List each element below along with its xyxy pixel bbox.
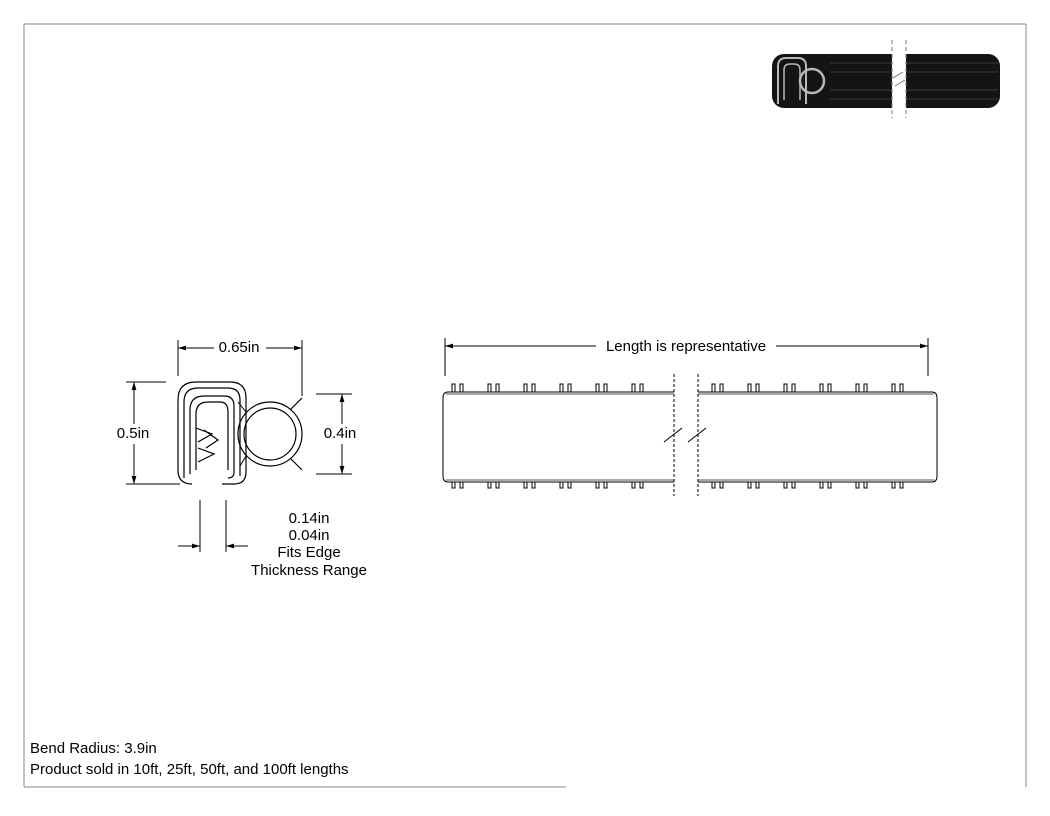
rib-top	[495, 383, 500, 392]
rib-bottom	[863, 482, 868, 489]
rib-top	[711, 383, 716, 392]
dim-height	[126, 381, 180, 485]
rib-top	[855, 383, 860, 392]
rib-top	[863, 383, 868, 392]
rib-bottom	[459, 482, 464, 489]
rib-bottom	[747, 482, 752, 489]
rib-bottom	[755, 482, 760, 489]
rib-bottom	[487, 482, 492, 489]
rib-top	[559, 383, 564, 392]
dim-width	[177, 340, 303, 396]
bend-radius-note: Bend Radius: 3.9in	[30, 740, 157, 757]
rib-bottom	[523, 482, 528, 489]
rib-bottom	[567, 482, 572, 489]
drawing-frame	[23, 23, 1027, 788]
rib-bottom	[531, 482, 536, 489]
rib-top	[459, 383, 464, 392]
rib-bottom	[639, 482, 644, 489]
rib-top	[531, 383, 536, 392]
dim-length	[444, 338, 929, 376]
rib-bottom	[559, 482, 564, 489]
rib-top	[719, 383, 724, 392]
product-thumbnail	[772, 40, 1000, 118]
rib-bottom	[719, 482, 724, 489]
rib-bottom	[855, 482, 860, 489]
rib-bottom	[899, 482, 904, 489]
side-view-strip	[442, 374, 938, 496]
rib-top	[755, 383, 760, 392]
rib-top	[783, 383, 788, 392]
rib-bottom	[495, 482, 500, 489]
dim-edge-thickness	[178, 500, 248, 552]
rib-top	[451, 383, 456, 392]
rib-top	[631, 383, 636, 392]
bulb-height-dimension-label: 0.4in	[323, 425, 357, 442]
rib-bottom	[891, 482, 896, 489]
rib-top	[827, 383, 832, 392]
edge-caption-line2: Thickness Range	[251, 562, 367, 579]
rib-bottom	[791, 482, 796, 489]
rib-top	[567, 383, 572, 392]
rib-top	[899, 383, 904, 392]
rib-bottom	[711, 482, 716, 489]
rib-top	[891, 383, 896, 392]
rib-top	[487, 383, 492, 392]
rib-top	[603, 383, 608, 392]
rib-top	[747, 383, 752, 392]
rib-bottom	[603, 482, 608, 489]
rib-bottom	[827, 482, 832, 489]
profile-cross-section	[177, 381, 303, 485]
rib-bottom	[595, 482, 600, 489]
length-representative-label: Length is representative	[605, 338, 767, 355]
rib-bottom	[451, 482, 456, 489]
rib-top	[595, 383, 600, 392]
rib-top	[791, 383, 796, 392]
rib-top	[639, 383, 644, 392]
edge-caption-line1: Fits Edge	[277, 544, 341, 561]
lengths-note: Product sold in 10ft, 25ft, 50ft, and 10…	[30, 761, 349, 778]
dim-bulb-height	[316, 393, 352, 475]
edge-min-label: 0.04in	[288, 527, 330, 544]
rib-bottom	[783, 482, 788, 489]
height-dimension-label: 0.5in	[116, 425, 150, 442]
rib-top	[523, 383, 528, 392]
rib-bottom	[819, 482, 824, 489]
rib-bottom	[631, 482, 636, 489]
width-dimension-label: 0.65in	[218, 339, 260, 356]
edge-max-label: 0.14in	[288, 510, 330, 527]
rib-top	[819, 383, 824, 392]
